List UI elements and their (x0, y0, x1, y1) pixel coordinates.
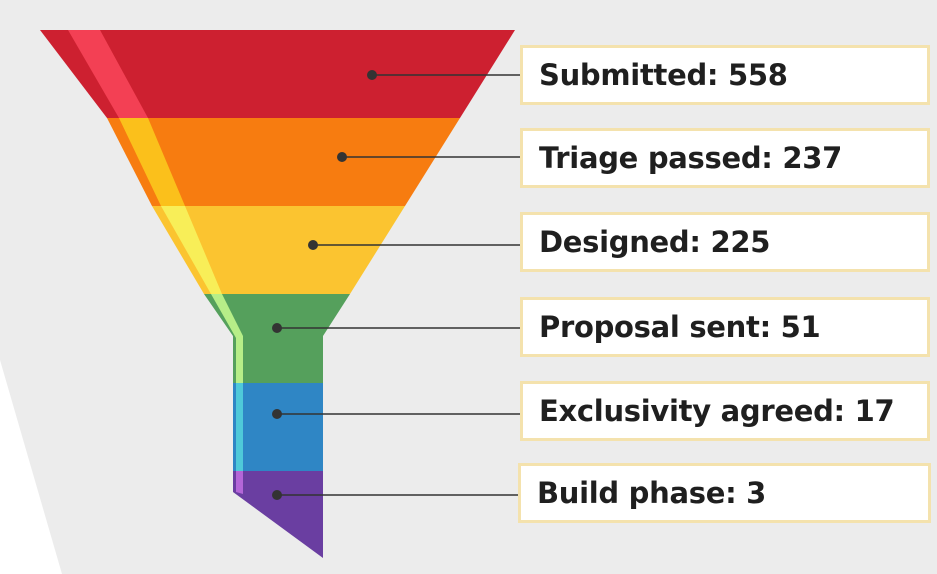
funnel-band-build-phase (233, 471, 323, 558)
highlight-triage-passed (119, 118, 185, 206)
stage-label-designed: Designed: 225 (520, 212, 930, 272)
connector-lines (277, 74, 520, 496)
highlight-proposal-sent (211, 294, 243, 383)
funnel-band-designed (152, 206, 405, 294)
connector-dot-triage-passed (337, 152, 347, 162)
highlight-submitted (68, 30, 148, 118)
stage-label-submitted: Submitted: 558 (520, 45, 930, 105)
connector-dot-build-phase (272, 490, 282, 500)
stage-label-proposal-sent: Proposal sent: 51 (520, 297, 930, 357)
connector-dots (272, 70, 377, 500)
highlight-exclusivity-agreed (236, 383, 243, 471)
connector-dot-exclusivity-agreed (272, 409, 282, 419)
highlight-build-phase (236, 471, 243, 494)
funnel-highlights (68, 30, 243, 494)
highlight-designed (161, 206, 222, 294)
connector-dot-submitted (367, 70, 377, 80)
funnel-band-exclusivity-agreed (233, 383, 323, 471)
funnel-bands (40, 30, 515, 558)
connector-dot-proposal-sent (272, 323, 282, 333)
stage-label-exclusivity-agreed: Exclusivity agreed: 17 (520, 381, 930, 441)
funnel-band-submitted (40, 30, 515, 118)
stage-label-build-phase: Build phase: 3 (518, 463, 931, 523)
connector-dot-designed (308, 240, 318, 250)
funnel-band-triage-passed (107, 118, 460, 206)
stage-label-triage-passed: Triage passed: 237 (520, 128, 930, 188)
